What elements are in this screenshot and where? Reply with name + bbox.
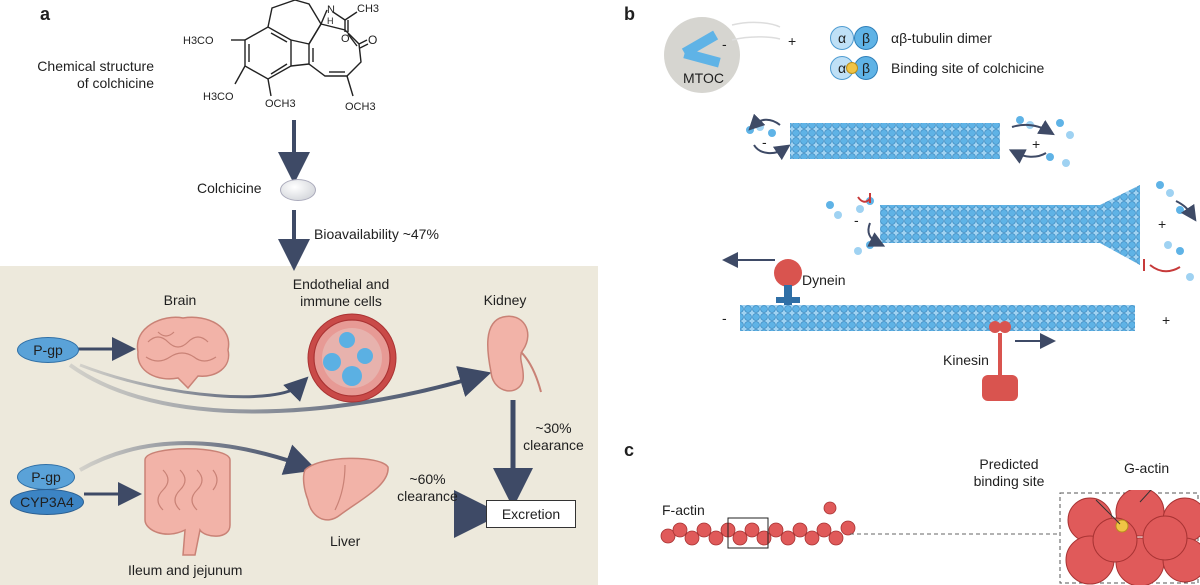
microtubules xyxy=(722,113,1197,401)
alpha-bead: α xyxy=(830,26,854,50)
pgp-oval-1: P-gp xyxy=(17,337,79,363)
panel-a-letter: a xyxy=(40,4,51,24)
mtoc-plus: + xyxy=(788,33,797,49)
chem-och3-1: OCH3 xyxy=(265,98,296,110)
bioavailability-label: Bioavailability ~47% xyxy=(314,226,439,242)
chem-h: H xyxy=(327,16,334,26)
kidney-icon xyxy=(487,315,542,393)
tubule-2-minus: - xyxy=(854,212,859,228)
microtubule-2 xyxy=(880,205,1100,243)
chem-h3co-1: H3CO xyxy=(183,35,214,47)
tubule-1-plus: + xyxy=(1032,136,1041,152)
beta-bead-2: β xyxy=(854,56,878,80)
dynein-label: Dynein xyxy=(802,272,846,288)
endothelial-line2: immune cells xyxy=(300,293,382,309)
clearance-60-line2: clearance xyxy=(397,488,458,504)
kidney-label: Kidney xyxy=(483,292,527,308)
panel-b-letter: b xyxy=(624,4,635,24)
brain-label: Brain xyxy=(163,292,197,308)
cyp3a4-oval: CYP3A4 xyxy=(10,489,84,515)
flow-arrows-a xyxy=(68,120,533,538)
kinesin-label: Kinesin xyxy=(943,352,989,368)
clearance-60-label: ~60% clearance xyxy=(390,471,465,505)
tubule-3-minus: - xyxy=(722,310,727,326)
chem-label-line2: of colchicine xyxy=(76,75,154,91)
chem-ch3: CH3 xyxy=(357,3,379,15)
liver-label: Liver xyxy=(330,533,361,549)
predicted-label: Predicted binding site xyxy=(968,456,1050,490)
mtoc-icon xyxy=(664,17,781,93)
intestine-icon xyxy=(144,448,231,556)
predicted-line1: Predicted xyxy=(979,456,1039,472)
ileum-label: Ileum and jejunum xyxy=(128,562,243,578)
chem-h3co-2: H3CO xyxy=(203,91,234,103)
factin-label: F-actin xyxy=(662,502,705,518)
clearance-30-label: ~30% clearance xyxy=(516,420,591,454)
dimer-label: αβ-tubulin dimer xyxy=(891,30,992,46)
chem-och3-2: OCH3 xyxy=(345,101,376,113)
predicted-line2: binding site xyxy=(973,473,1045,489)
clearance-30-line2: clearance xyxy=(523,437,584,453)
tubule-3-plus: + xyxy=(1162,312,1171,328)
mtoc-minus: - xyxy=(722,36,727,52)
endothelial-label: Endothelial and immune cells xyxy=(276,276,406,310)
colchicine-label: Colchicine xyxy=(197,180,262,196)
panel-c-letter: c xyxy=(624,440,635,460)
chem-n: N xyxy=(327,4,335,16)
endothelial-cell-icon xyxy=(307,313,397,403)
endothelial-line1: Endothelial and xyxy=(292,276,390,292)
actin-filament xyxy=(660,490,1200,585)
binding-label: Binding site of colchicine xyxy=(891,60,1045,76)
microtubule-3 xyxy=(740,305,1135,331)
tubule-2-plus: + xyxy=(1158,216,1167,232)
excretion-box: Excretion xyxy=(486,500,576,528)
pill-icon xyxy=(280,179,316,201)
tubule-1-minus: - xyxy=(762,134,767,150)
mtoc-label: MTOC xyxy=(683,70,724,86)
brain-icon xyxy=(136,316,230,390)
chem-o2: O xyxy=(341,33,350,45)
chem-structure-label: Chemical structure of colchicine xyxy=(14,58,154,92)
beta-bead: β xyxy=(854,26,878,50)
pgp-oval-2: P-gp xyxy=(17,464,75,490)
chem-o: O xyxy=(368,33,377,47)
microtubule-1 xyxy=(790,123,1000,159)
gactin-label: G-actin xyxy=(1124,460,1170,476)
clearance-30-line1: ~30% xyxy=(535,420,572,436)
liver-icon xyxy=(302,457,389,521)
colchicine-site-dot xyxy=(846,62,858,74)
clearance-60-line1: ~60% xyxy=(409,471,446,487)
colchicine-structure: H3CO H3CO OCH3 OCH3 O N H O CH3 xyxy=(183,0,379,113)
zoom-box-small xyxy=(727,517,769,549)
chem-label-line1: Chemical structure xyxy=(37,58,154,74)
